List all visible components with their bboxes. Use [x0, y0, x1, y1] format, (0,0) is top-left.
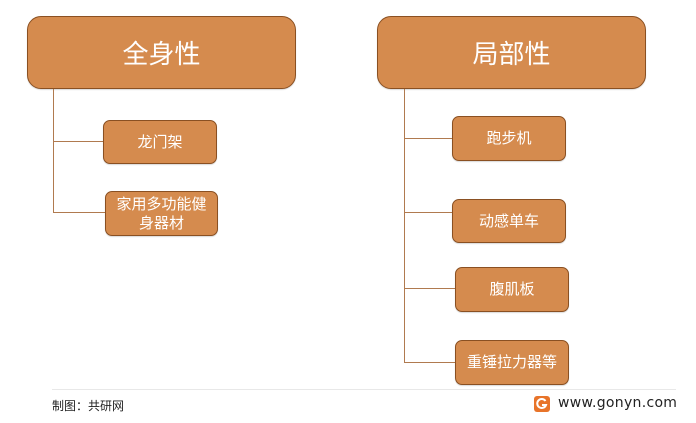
connector-right-branch-3 — [404, 288, 455, 289]
node-weight-pulley: 重锤拉力器等 — [455, 340, 569, 385]
website-url[interactable]: www.gonyn.com — [558, 395, 678, 411]
node-home-multi-gym: 家用多功能健身器材 — [105, 191, 218, 236]
node-ab-board: 腹肌板 — [455, 267, 569, 312]
node-treadmill: 跑步机 — [452, 116, 566, 161]
connector-right-branch-1 — [404, 138, 452, 139]
connector-left-trunk — [53, 89, 54, 213]
connector-right-branch-2 — [404, 212, 452, 213]
root-node-full-body: 全身性 — [27, 16, 296, 89]
connector-right-trunk — [404, 89, 405, 363]
root-node-local: 局部性 — [377, 16, 646, 89]
source-credit: 制图：共研网 — [52, 399, 125, 413]
gonyn-logo-icon — [534, 396, 550, 412]
connector-right-branch-4 — [404, 362, 455, 363]
node-gantry-frame: 龙门架 — [103, 120, 217, 164]
connector-left-branch-1 — [53, 141, 103, 142]
connector-left-branch-2 — [53, 212, 105, 213]
node-spin-bike: 动感单车 — [452, 199, 566, 243]
footer-divider — [52, 389, 676, 390]
